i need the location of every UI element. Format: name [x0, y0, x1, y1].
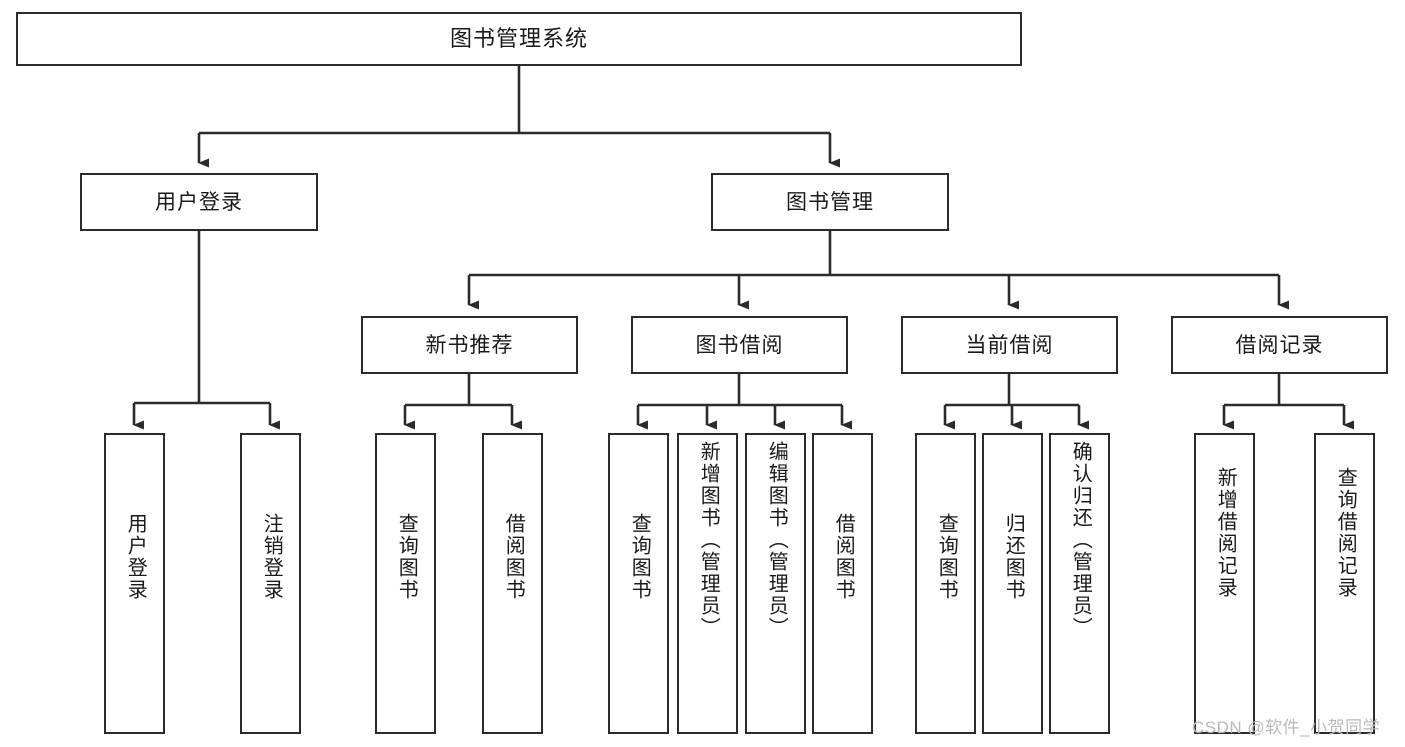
node-root[interactable]: 图书管理系统 [16, 12, 1022, 66]
node-leaf-query-book-1-label: 查询图书 [395, 513, 418, 601]
node-leaf-add-book-label: 新增图书（管理员） [697, 441, 720, 639]
node-book-manage-label: 图书管理 [786, 190, 874, 214]
node-leaf-borrow-book-2[interactable]: 借阅图书 [812, 433, 873, 734]
node-user-login[interactable]: 用户登录 [80, 173, 318, 231]
node-leaf-query-book-3-label: 查询图书 [935, 513, 958, 601]
node-book-borrow[interactable]: 图书借阅 [631, 316, 848, 374]
node-leaf-return-book[interactable]: 归还图书 [982, 433, 1043, 734]
node-leaf-add-record-label: 新增借阅记录 [1214, 467, 1237, 599]
node-book-borrow-label: 图书借阅 [695, 333, 784, 357]
node-leaf-query-record[interactable]: 查询借阅记录 [1314, 433, 1375, 734]
node-leaf-query-book-2[interactable]: 查询图书 [608, 433, 669, 734]
node-leaf-query-book-2-label: 查询图书 [628, 513, 651, 601]
node-leaf-confirm-return-label: 确认归还（管理员） [1069, 441, 1092, 639]
node-new-book-rec-label: 新书推荐 [425, 333, 514, 357]
node-leaf-confirm-return[interactable]: 确认归还（管理员） [1049, 433, 1110, 734]
node-current-borrow-label: 当前借阅 [965, 333, 1054, 357]
node-leaf-borrow-book-1[interactable]: 借阅图书 [482, 433, 543, 734]
node-leaf-add-record[interactable]: 新增借阅记录 [1194, 433, 1255, 734]
node-leaf-query-record-label: 查询借阅记录 [1334, 467, 1357, 599]
node-book-manage[interactable]: 图书管理 [711, 173, 949, 231]
node-leaf-edit-book[interactable]: 编辑图书（管理员） [745, 433, 806, 734]
watermark: CSDN @软件_小贺同学 [1192, 718, 1381, 737]
node-new-book-rec[interactable]: 新书推荐 [361, 316, 578, 374]
node-leaf-query-book-1[interactable]: 查询图书 [375, 433, 436, 734]
node-user-login-label: 用户登录 [155, 190, 243, 214]
node-leaf-user-logout-label: 注销登录 [260, 513, 283, 601]
node-current-borrow[interactable]: 当前借阅 [901, 316, 1118, 374]
node-leaf-borrow-book-1-label: 借阅图书 [502, 513, 525, 601]
node-leaf-user-login[interactable]: 用户登录 [104, 433, 165, 734]
node-leaf-edit-book-label: 编辑图书（管理员） [765, 441, 788, 639]
node-borrow-record-label: 借阅记录 [1235, 333, 1324, 357]
node-leaf-borrow-book-2-label: 借阅图书 [832, 513, 855, 601]
node-leaf-add-book[interactable]: 新增图书（管理员） [677, 433, 738, 734]
node-borrow-record[interactable]: 借阅记录 [1171, 316, 1388, 374]
node-leaf-return-book-label: 归还图书 [1002, 513, 1025, 601]
node-leaf-query-book-3[interactable]: 查询图书 [915, 433, 976, 734]
node-leaf-user-logout[interactable]: 注销登录 [240, 433, 301, 734]
node-root-label: 图书管理系统 [449, 26, 588, 51]
node-leaf-user-login-label: 用户登录 [124, 513, 147, 601]
